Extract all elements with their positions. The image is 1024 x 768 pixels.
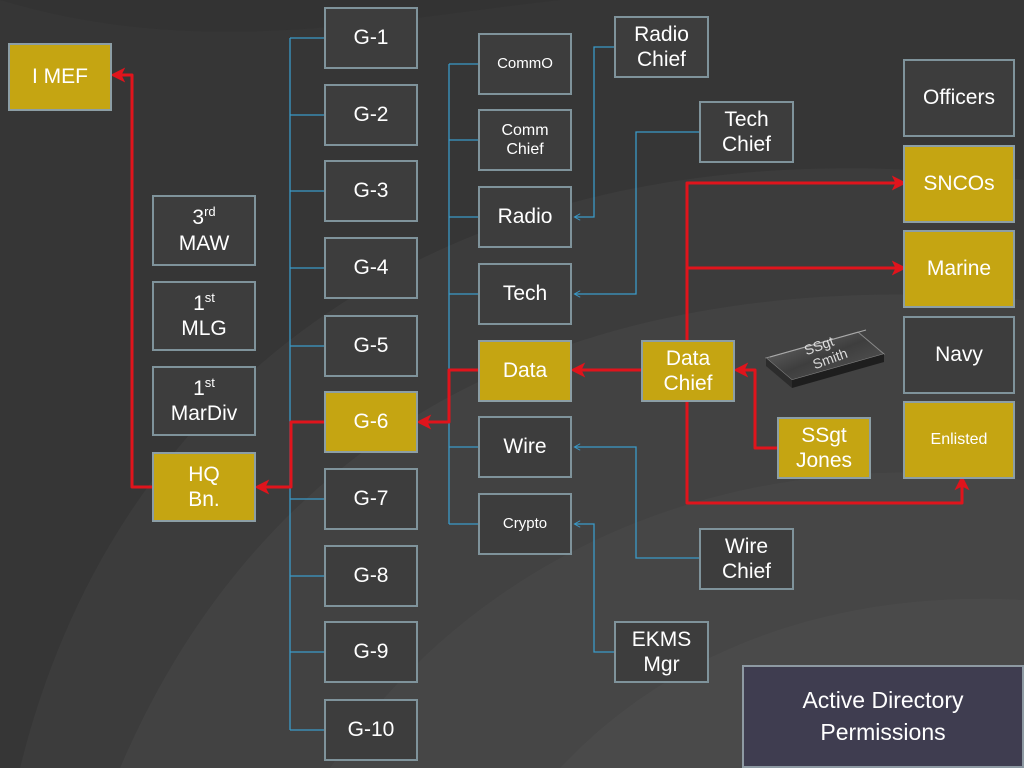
node-enlisted[interactable]: Enlisted xyxy=(903,401,1015,479)
node-radio-chief-line2: Chief xyxy=(636,48,687,71)
node-g4[interactable]: G-4 xyxy=(324,237,418,299)
node-ssgt-jones-line1: SSgt xyxy=(801,423,847,447)
node-data-label: Data xyxy=(502,359,548,383)
node-tech-label: Tech xyxy=(502,282,548,306)
node-marine[interactable]: Marine xyxy=(903,230,1015,308)
node-1st-mardiv[interactable]: 1st MarDiv xyxy=(152,366,256,436)
g6-section-tree xyxy=(448,63,479,525)
active-directory-title: Active Directory Permissions xyxy=(742,665,1024,768)
node-g2[interactable]: G-2 xyxy=(324,84,418,146)
active-directory-line1: Active Directory xyxy=(802,687,964,714)
node-ekms-mgr[interactable]: EKMS Mgr xyxy=(614,621,709,683)
node-g1[interactable]: G-1 xyxy=(324,7,418,69)
node-3rd-maw[interactable]: 3rd MAW xyxy=(152,195,256,266)
node-comm-chief-line1: Comm xyxy=(501,121,549,139)
node-wire-chief-line2: Chief xyxy=(721,560,772,583)
node-1st-mardiv-number: 1st xyxy=(193,374,215,400)
node-1st-mlg-name: MLG xyxy=(181,317,227,340)
node-data[interactable]: Data xyxy=(478,340,572,402)
node-tech-chief[interactable]: Tech Chief xyxy=(699,101,794,163)
node-g2-label: G-2 xyxy=(353,103,389,127)
node-ssgt-jones-line2: Jones xyxy=(795,449,853,472)
node-data-chief-line1: Data xyxy=(665,346,711,370)
node-i-mef-label: I MEF xyxy=(32,65,88,89)
node-g6[interactable]: G-6 xyxy=(324,391,418,453)
node-1st-mardiv-name: MarDiv xyxy=(170,402,238,425)
node-g9-label: G-9 xyxy=(353,640,389,664)
node-g1-label: G-1 xyxy=(353,26,389,50)
permission-path xyxy=(110,67,970,505)
node-ekms-mgr-line2: Mgr xyxy=(643,653,680,676)
node-radio-label: Radio xyxy=(497,205,553,229)
node-wire[interactable]: Wire xyxy=(478,416,572,478)
node-wire-chief[interactable]: Wire Chief xyxy=(699,528,794,590)
node-hq-bn-line2: Bn. xyxy=(188,488,220,511)
node-g3-label: G-3 xyxy=(353,179,389,203)
node-comm-chief[interactable]: Comm Chief xyxy=(478,109,572,171)
node-crypto-label: Crypto xyxy=(502,515,548,532)
node-data-chief[interactable]: Data Chief xyxy=(641,340,735,402)
node-radio-chief-line1: Radio xyxy=(634,22,689,46)
node-crypto[interactable]: Crypto xyxy=(478,493,572,555)
node-wire-chief-line1: Wire xyxy=(724,534,769,558)
node-g4-label: G-4 xyxy=(353,256,389,280)
node-g7-label: G-7 xyxy=(353,487,389,511)
node-g10[interactable]: G-10 xyxy=(324,699,418,761)
node-3rd-maw-name: MAW xyxy=(178,231,230,255)
node-wire-label: Wire xyxy=(503,435,547,459)
g-staff-tree xyxy=(289,37,325,731)
node-commo-label: CommO xyxy=(497,55,553,72)
node-ssgt-jones[interactable]: SSgt Jones xyxy=(777,417,871,479)
ssgt-smith-tag-icon[interactable]: SSgt Smith xyxy=(760,320,890,392)
node-officers[interactable]: Officers xyxy=(903,59,1015,137)
node-radio[interactable]: Radio xyxy=(478,186,572,248)
node-g10-label: G-10 xyxy=(347,718,395,742)
node-g3[interactable]: G-3 xyxy=(324,160,418,222)
node-g8-label: G-8 xyxy=(353,564,389,588)
node-g9[interactable]: G-9 xyxy=(324,621,418,683)
active-directory-line2: Permissions xyxy=(820,718,946,745)
node-g5-label: G-5 xyxy=(353,334,389,358)
node-g7[interactable]: G-7 xyxy=(324,468,418,530)
node-enlisted-label: Enlisted xyxy=(930,431,988,449)
node-g6-label: G-6 xyxy=(353,410,389,434)
node-tech-chief-line2: Chief xyxy=(721,133,772,156)
node-tech-chief-line1: Tech xyxy=(724,107,769,131)
node-sncos-label: SNCOs xyxy=(923,172,995,196)
node-hq-bn[interactable]: HQ Bn. xyxy=(152,452,256,522)
node-navy[interactable]: Navy xyxy=(903,316,1015,394)
node-navy-label: Navy xyxy=(935,343,983,367)
node-1st-mlg[interactable]: 1st MLG xyxy=(152,281,256,351)
node-tech[interactable]: Tech xyxy=(478,263,572,325)
node-officers-label: Officers xyxy=(923,86,995,110)
node-3rd-maw-number: 3rd xyxy=(192,204,216,230)
node-i-mef[interactable]: I MEF xyxy=(8,43,112,111)
node-g8[interactable]: G-8 xyxy=(324,545,418,607)
node-sncos[interactable]: SNCOs xyxy=(903,145,1015,223)
node-ekms-mgr-line1: EKMS xyxy=(631,627,692,651)
node-data-chief-line2: Chief xyxy=(663,372,713,395)
node-1st-mlg-number: 1st xyxy=(193,289,215,315)
node-commo[interactable]: CommO xyxy=(478,33,572,95)
node-radio-chief[interactable]: Radio Chief xyxy=(614,16,709,78)
node-comm-chief-line2: Chief xyxy=(506,141,544,158)
node-g5[interactable]: G-5 xyxy=(324,315,418,377)
chief-connectors xyxy=(573,46,699,653)
node-hq-bn-line1: HQ xyxy=(188,462,220,486)
node-marine-label: Marine xyxy=(926,257,992,281)
